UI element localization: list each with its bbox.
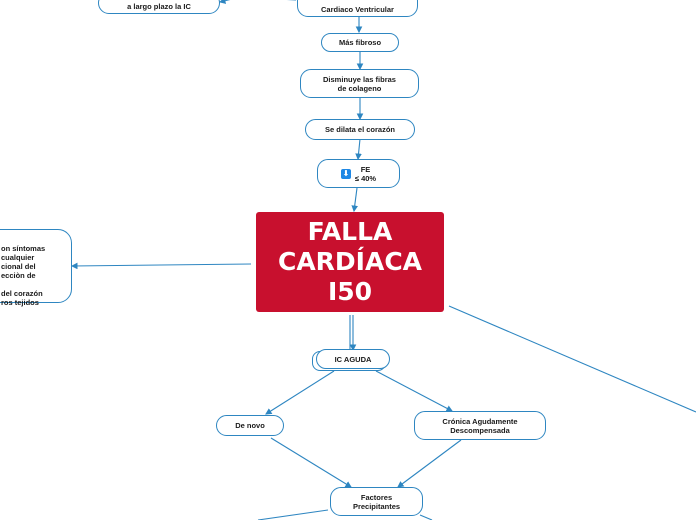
node-factores-precipitantes[interactable]: Factores Precipitantes: [330, 487, 423, 516]
node-fe[interactable]: ⬇ FE ≤ 40%: [317, 159, 400, 188]
node-cronica-descompensada[interactable]: Crónica Agudamente Descompensada: [414, 411, 546, 440]
link-fe-central: [351, 187, 358, 213]
link-aguda-denovo: [265, 370, 335, 415]
link-cronica-factores: [397, 439, 462, 488]
node-left-definition[interactable]: on síntomas cualquier cional del ecciòn …: [0, 229, 72, 307]
link-central-right: [448, 305, 696, 413]
node-cardiaco-ventricular[interactable]: Cardiaco Ventricular: [297, 0, 418, 17]
node-se-dilata[interactable]: Se dilata el corazón: [305, 119, 415, 140]
node-mas-fibroso-label: Más fibroso: [338, 38, 382, 47]
node-left-definition-label: on síntomas cualquier cional del ecciòn …: [1, 244, 46, 307]
node-mas-fibroso[interactable]: Más fibroso: [321, 33, 399, 52]
node-disminuye-fibras[interactable]: Disminuye las fibras de colageno: [300, 69, 419, 98]
link-dilata-fe: [355, 138, 362, 161]
node-top-left-label: a largo plazo la IC: [127, 1, 191, 11]
node-fe-label: FE ≤ 40%: [354, 164, 377, 183]
node-de-novo-label: De novo: [235, 421, 265, 430]
node-ic-aguda-label: IC AGUDA: [334, 354, 372, 364]
central-topic[interactable]: FALLA CARDÍACA I50: [256, 212, 444, 312]
link-central-left: [70, 262, 252, 270]
node-top-left[interactable]: a largo plazo la IC: [98, 0, 220, 14]
node-de-novo[interactable]: De novo: [216, 415, 284, 436]
link-factores-left: [257, 509, 329, 520]
node-se-dilata-label: Se dilata el corazón: [324, 125, 396, 134]
download-arrow-icon: ⬇: [340, 168, 351, 179]
central-topic-title: FALLA CARDÍACA I50: [277, 217, 423, 306]
node-ic-aguda[interactable]: IC AGUDA: [316, 349, 390, 369]
link-central-aguda: [350, 315, 353, 350]
link-aguda-cronica: [375, 370, 453, 412]
link-factores-right: [419, 514, 433, 520]
node-cronica-descompensada-label: Crónica Agudamente Descompensada: [442, 416, 518, 435]
node-disminuye-fibras-label: Disminuye las fibras de colageno: [323, 74, 396, 93]
link-top-left: [220, 0, 296, 2]
node-factores-precipitantes-label: Factores Precipitantes: [352, 492, 401, 511]
link-denovo-factores: [270, 437, 352, 488]
node-cardiaco-ventricular-label: Cardiaco Ventricular: [321, 5, 394, 14]
